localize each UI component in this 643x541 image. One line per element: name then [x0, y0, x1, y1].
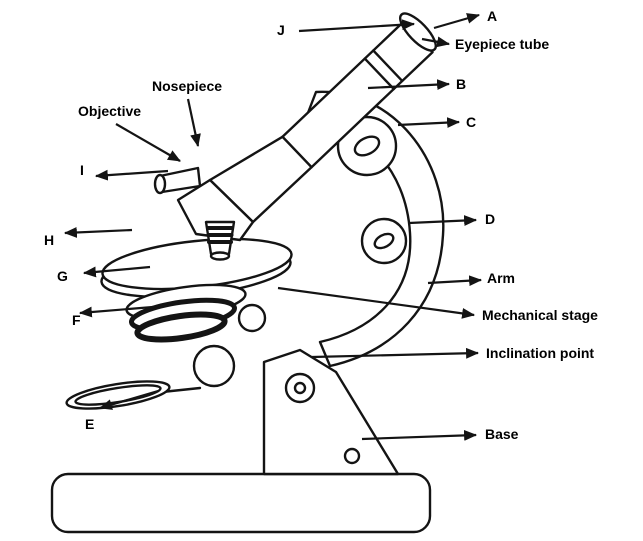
- label-eyepiece-tube: Eyepiece tube: [455, 36, 550, 52]
- label-h: H: [44, 232, 55, 248]
- diaphragm-shape: [134, 311, 228, 343]
- arrow-objective: [115, 123, 181, 162]
- label-objective: Objective: [78, 103, 142, 119]
- pillar-shape: [262, 348, 400, 476]
- base-screw: [343, 447, 361, 465]
- label-nosepiece: Nosepiece: [152, 78, 223, 94]
- microscope-drawing: [50, 12, 445, 534]
- arrow-arm: [427, 275, 483, 287]
- label-i: I: [80, 162, 84, 178]
- arrow-d: [408, 215, 478, 226]
- arrow-eyepiece-tube: [421, 36, 451, 48]
- arrow-nosepiece: [186, 98, 201, 148]
- label-inclination-point: Inclination point: [486, 345, 595, 361]
- arrow-f: [78, 305, 154, 318]
- arm-shape: [304, 90, 445, 368]
- label-j: J: [277, 22, 285, 38]
- label-c: C: [466, 114, 477, 130]
- stage-knob: [237, 303, 267, 333]
- arrow-a: [433, 13, 481, 30]
- label-b: B: [456, 76, 467, 92]
- label-a: A: [487, 8, 498, 24]
- label-mechanical-stage: Mechanical stage: [482, 307, 598, 323]
- label-f: F: [72, 312, 81, 328]
- condenser-knob: [192, 344, 236, 388]
- arrow-h: [63, 227, 133, 238]
- arrow-j: [298, 19, 416, 33]
- arrow-inclination-point: [311, 347, 480, 359]
- label-d: D: [485, 211, 496, 227]
- arrow-i: [94, 169, 169, 181]
- arrow-mechanical-stage: [277, 286, 476, 319]
- arrow-c: [397, 117, 461, 128]
- arrow-b: [367, 79, 451, 90]
- arrow-base: [361, 430, 478, 441]
- label-arm: Arm: [487, 270, 516, 286]
- label-g: G: [57, 268, 68, 284]
- arrow-g: [82, 265, 151, 278]
- label-e: E: [85, 416, 95, 432]
- arrow-e: [98, 389, 159, 410]
- label-base: Base: [485, 426, 519, 442]
- base-shape: [50, 472, 432, 534]
- leader-arrows: [63, 13, 483, 441]
